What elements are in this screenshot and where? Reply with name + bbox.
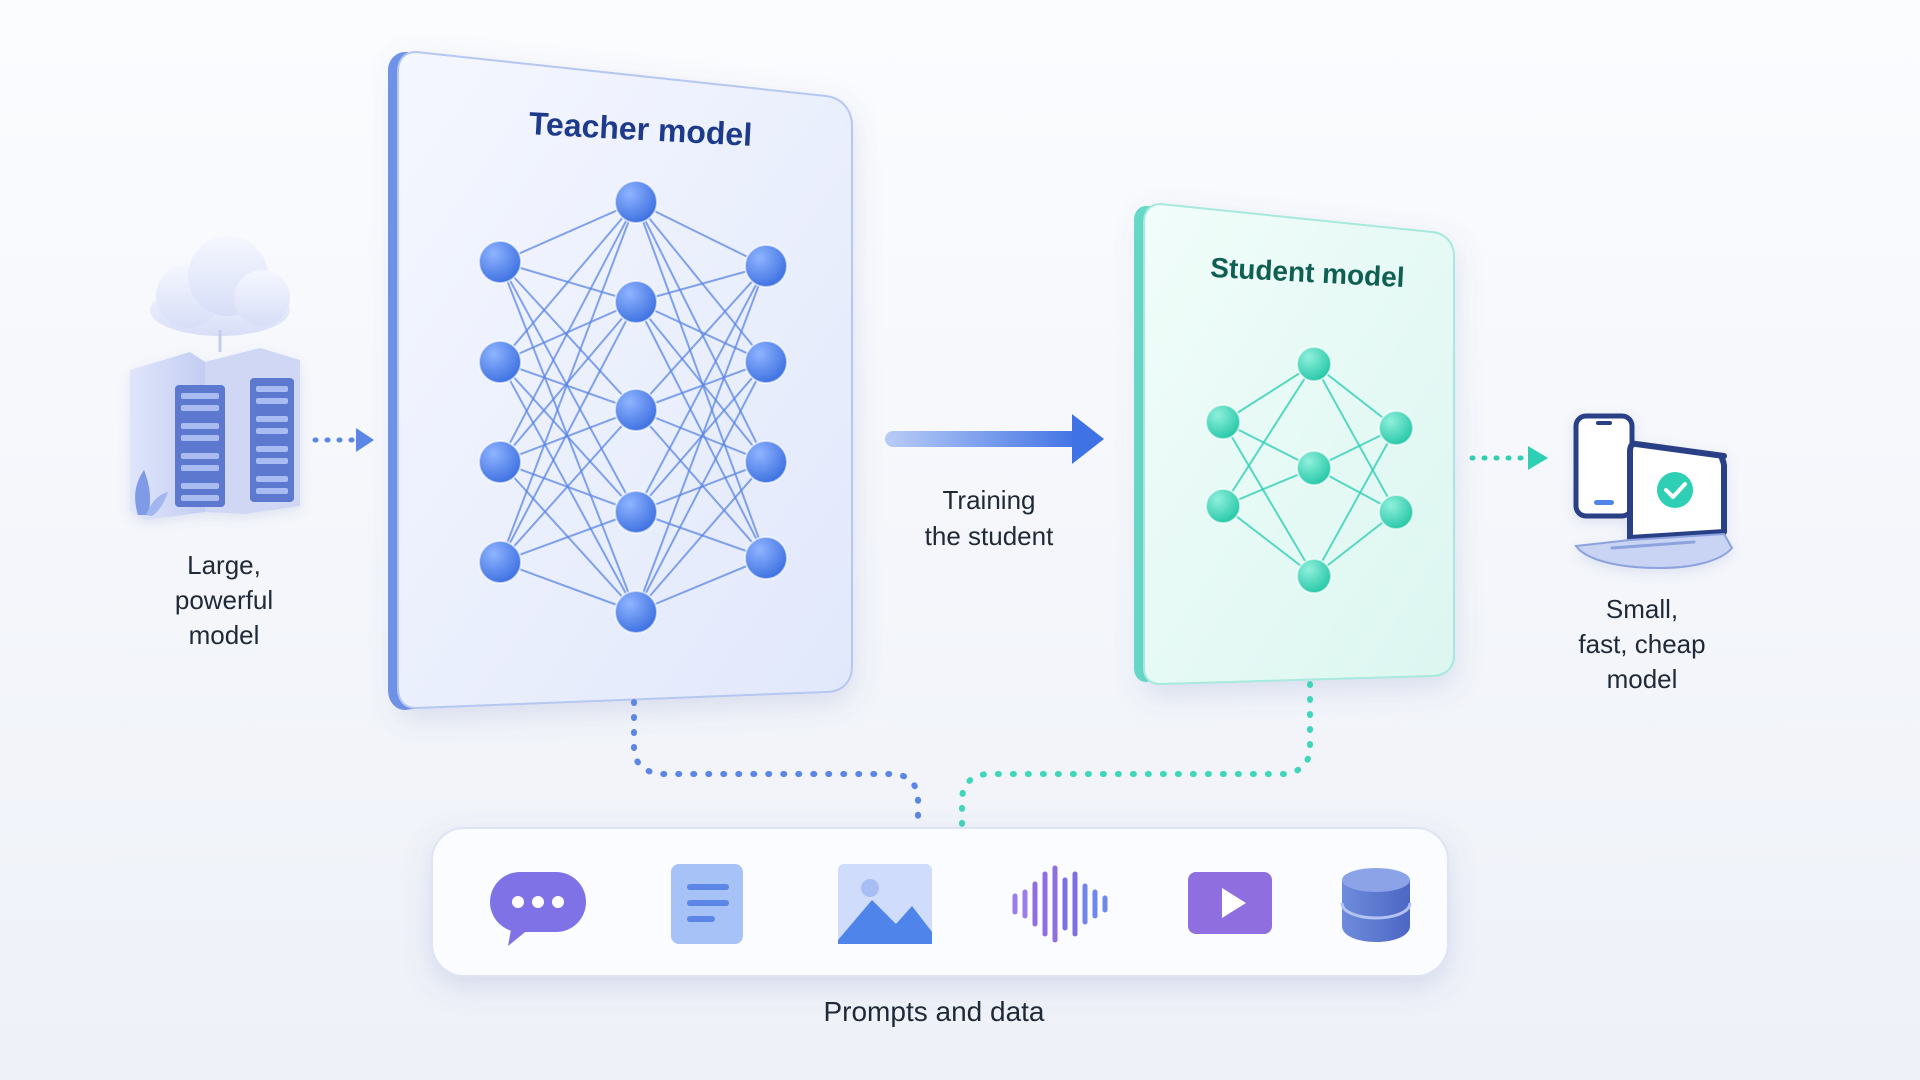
network-edge [499, 561, 637, 613]
network-edge [499, 201, 637, 363]
network-node [1296, 450, 1332, 486]
devices-icon [1573, 413, 1734, 570]
network-node [744, 440, 788, 484]
network-node [744, 244, 788, 288]
network-edge [635, 201, 767, 267]
server-cloud-icon [130, 236, 300, 520]
network-edge [1222, 505, 1315, 577]
network-node [1205, 488, 1241, 524]
network-edge [499, 201, 637, 463]
network-node [1296, 346, 1332, 382]
network-node [1205, 404, 1241, 440]
output-label-line-1: Small, [1605, 594, 1679, 624]
network-edge [1313, 363, 1397, 513]
network-edge [1222, 421, 1315, 577]
network-node [478, 540, 522, 584]
network-node [478, 340, 522, 384]
network-node [614, 490, 658, 534]
network-edge [635, 557, 767, 613]
student-model-card: Student model [1134, 202, 1455, 686]
chat-bubble-icon [490, 872, 586, 946]
database-icon [1340, 868, 1412, 942]
network-node [744, 340, 788, 384]
network-edge [635, 301, 767, 363]
network-edge [635, 265, 767, 513]
phone-icon [1573, 413, 1635, 519]
network-edge [635, 301, 767, 463]
output-model-label: Small, fast, cheap model [1552, 592, 1732, 697]
data-panel [431, 827, 1449, 977]
network-edge [1222, 363, 1315, 507]
network-node [1378, 410, 1414, 446]
network-edge [635, 409, 767, 559]
network-edge [499, 511, 637, 563]
network-edge [499, 261, 637, 411]
network-edge [635, 361, 767, 411]
network-node [614, 280, 658, 324]
prompts-data-caption: Prompts and data [823, 996, 1045, 1027]
student-network [1205, 346, 1414, 594]
server-rack-icon [130, 348, 300, 520]
audio-waveform-icon [1012, 865, 1108, 943]
network-node [478, 440, 522, 484]
network-node [744, 536, 788, 580]
network-edge [635, 201, 767, 559]
network-edge [499, 361, 637, 411]
source-label-line-2: powerful [174, 585, 274, 615]
image-icon [838, 864, 932, 944]
source-to-teacher-arrow [312, 428, 374, 452]
network-edge [499, 201, 637, 563]
network-edge [499, 409, 637, 463]
source-label-line-1: Large, [187, 550, 261, 580]
network-node [614, 388, 658, 432]
student-to-device-arrow [1469, 446, 1548, 470]
network-edge [635, 461, 767, 613]
network-edge [499, 301, 637, 563]
network-edge [635, 361, 767, 613]
network-edge [635, 265, 767, 303]
teacher-data-connector [631, 699, 921, 831]
check-badge-icon [1657, 472, 1693, 508]
training-label-line-1: Training [942, 485, 1036, 515]
video-play-icon [1188, 872, 1272, 934]
network-node [478, 240, 522, 284]
training-label: Training the student [889, 482, 1089, 554]
document-icon [671, 864, 743, 944]
network-node [1296, 558, 1332, 594]
teacher-model-card: Teacher model [388, 50, 853, 710]
teacher-network [478, 180, 788, 634]
output-label-line-2: fast, cheap [1578, 629, 1706, 659]
training-arrow [885, 414, 1104, 464]
network-node [1378, 494, 1414, 530]
network-edge [1313, 427, 1397, 577]
output-label-line-3: model [1606, 664, 1678, 694]
source-label-line-3: model [188, 620, 260, 650]
network-node [614, 180, 658, 224]
cloud-icon [150, 236, 290, 352]
network-edge [635, 265, 767, 411]
data-connectors [631, 681, 1313, 831]
training-label-line-2: the student [924, 521, 1054, 551]
network-edge [635, 511, 767, 559]
network-edge [635, 301, 767, 559]
network-edge [635, 265, 767, 613]
network-node [614, 590, 658, 634]
source-model-label: Large, powerful model [144, 548, 304, 653]
student-data-connector [959, 681, 1313, 831]
network-edge [499, 201, 637, 263]
network-edge [635, 201, 767, 363]
network-edge [499, 409, 637, 563]
